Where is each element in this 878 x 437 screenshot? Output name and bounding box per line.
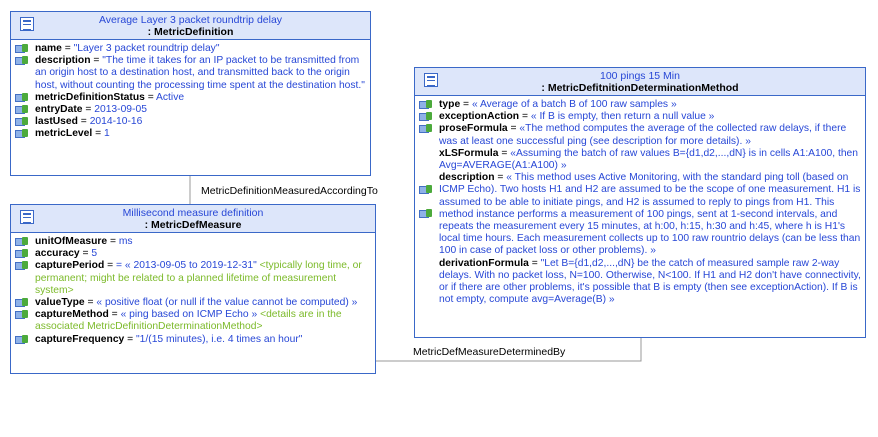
attribute-icon xyxy=(15,298,29,308)
determined-by-label: MetricDefMeasureDeterminedBy xyxy=(413,346,566,358)
attribute-row[interactable]: entryDate = 2013-09-05 xyxy=(15,104,366,116)
determination-method-header: 100 pings 15 Min : MetricDefitnitionDete… xyxy=(415,68,865,96)
attribute-row[interactable]: capturePeriod = = « 2013-09-05 to 2019-1… xyxy=(15,260,371,297)
metric-def-measure-attributes: unitOfMeasure = ms accuracy = 5 captureP… xyxy=(11,233,375,348)
attribute-icon xyxy=(419,124,433,134)
attribute-row[interactable]: lastUsed = 2014-10-16 xyxy=(15,116,366,128)
determination-method-stereotype: 100 pings 15 Min xyxy=(600,70,680,82)
determined-by-line xyxy=(376,338,642,362)
attribute-row[interactable]: captureFrequency = "1/(15 minutes), i.e.… xyxy=(15,334,371,346)
attribute-icon xyxy=(419,185,433,195)
attribute-icon xyxy=(15,334,29,345)
attribute-row[interactable]: description = « This method uses Active … xyxy=(419,172,861,257)
metric-def-measure-class-name: : MetricDefMeasure xyxy=(144,219,242,231)
metric-definition-stereotype: Average Layer 3 packet roundtrip delay xyxy=(98,14,283,26)
attribute-row[interactable]: metricDefinitionStatus = Active xyxy=(15,92,366,104)
attribute-row[interactable]: derivationFormula = "Let B={d1,d2,...,dN… xyxy=(439,257,861,306)
determination-method-attributes: type = « Average of a batch B of 100 raw… xyxy=(415,96,865,308)
metric-definition-box[interactable]: Average Layer 3 packet roundtrip delay :… xyxy=(10,11,371,176)
attribute-row[interactable]: xLSFormula = «Assuming the batch of raw … xyxy=(439,147,858,172)
attribute-row[interactable]: metricLevel = 1 xyxy=(15,128,366,140)
attribute-row[interactable]: name = "Layer 3 packet roundtrip delay" xyxy=(15,43,366,55)
metric-def-measure-header: Millisecond measure definition : MetricD… xyxy=(11,205,375,233)
attribute-row[interactable]: accuracy = 5 xyxy=(15,248,371,260)
attribute-icon xyxy=(15,105,29,115)
class-icon xyxy=(20,210,34,224)
metric-definition-header: Average Layer 3 packet roundtrip delay :… xyxy=(11,12,370,40)
attribute-row[interactable]: description = "The time it takes for an … xyxy=(15,55,366,92)
attribute-row[interactable]: exceptionAction = « If B is empty, then … xyxy=(419,111,861,123)
metric-definition-class-name: : MetricDefinition xyxy=(147,26,234,38)
attribute-icon xyxy=(15,237,29,247)
attribute-icon xyxy=(15,44,29,54)
attribute-row[interactable]: valueType = « positive float (or null if… xyxy=(15,297,371,309)
attribute-icon xyxy=(15,117,29,127)
attribute-icon xyxy=(15,129,29,139)
determination-method-class-name: : MetricDefitnitionDeterminationMethod xyxy=(541,82,739,94)
class-icon xyxy=(424,73,438,87)
attribute-row[interactable]: captureMethod = « ping based on ICMP Ech… xyxy=(15,309,371,333)
attribute-icon xyxy=(419,209,433,219)
attribute-icon xyxy=(15,56,29,66)
attribute-icon xyxy=(15,92,29,103)
attribute-row[interactable]: type = « Average of a batch B of 100 raw… xyxy=(419,99,861,111)
attribute-row[interactable]: unitOfMeasure = ms xyxy=(15,236,371,248)
determination-method-box[interactable]: 100 pings 15 Min : MetricDefitnitionDete… xyxy=(414,67,866,338)
metric-def-measure-stereotype: Millisecond measure definition xyxy=(122,207,264,219)
attribute-icon xyxy=(419,100,433,110)
measured-according-to-label: MetricDefinitionMeasuredAccordingTo xyxy=(201,185,378,197)
class-icon xyxy=(20,17,34,31)
metric-def-measure-box[interactable]: Millisecond measure definition : MetricD… xyxy=(10,204,376,374)
metric-definition-attributes: name = "Layer 3 packet roundtrip delay" … xyxy=(11,40,370,143)
attribute-icon xyxy=(15,310,29,320)
attribute-icon xyxy=(15,261,29,271)
attribute-icon xyxy=(15,249,29,259)
attribute-row[interactable]: proseFormula = «The method computes the … xyxy=(419,123,861,147)
attribute-icon xyxy=(419,112,433,122)
